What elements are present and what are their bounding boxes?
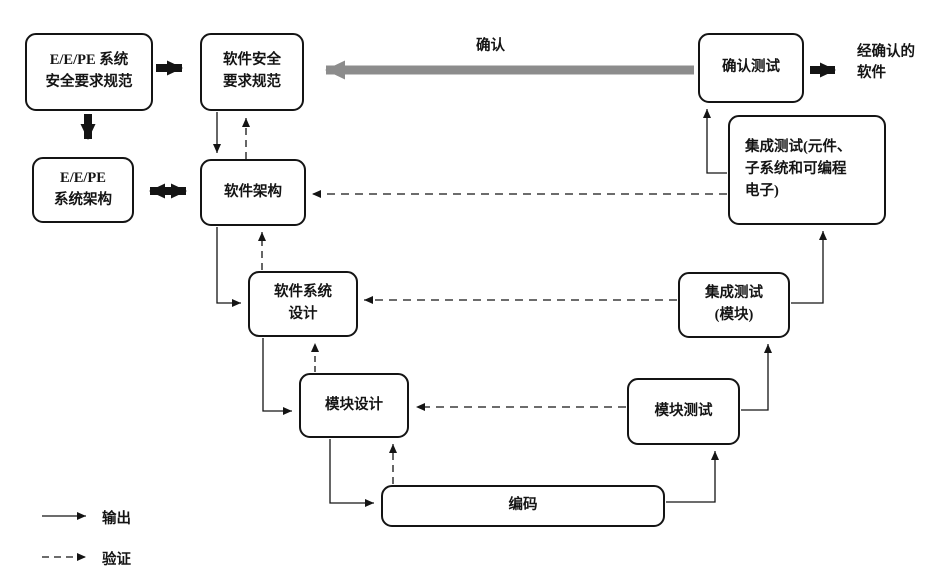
legend-verification-label: 验证 <box>102 552 131 568</box>
line-integration-test-pe-to-validation-test <box>703 109 727 174</box>
node-software-architecture: 软件架构 <box>200 159 306 226</box>
node-integration-testing-pe: 集成测试(元件、 子系统和可编程 电子) <box>728 115 886 225</box>
legend-output-label: 输出 <box>102 511 131 527</box>
line-module-test-to-integration-test-module <box>741 344 772 411</box>
validation-arrow-label: 确认 <box>476 38 505 54</box>
node-software-safety-requirements: 软件安全 要求规范 <box>200 33 304 111</box>
node-module-testing: 模块测试 <box>627 378 740 445</box>
node-coding: 编码 <box>381 485 665 527</box>
node-module-design: 模块设计 <box>299 373 409 438</box>
line-sw-sys-design-to-module-design <box>262 338 292 415</box>
line-integration-test-module-to-integration-test-pe <box>791 231 827 304</box>
validated-software-label: 经确认的 软件 <box>857 44 915 82</box>
line-module-design-to-coding <box>329 439 374 507</box>
node-eepe-system-architecture: E/E/PE 系统架构 <box>32 157 134 223</box>
node-validation-testing: 确认测试 <box>698 33 804 103</box>
node-integration-testing-module: 集成测试 (模块) <box>678 272 790 338</box>
line-sw-arch-to-sw-sys-design <box>216 227 241 307</box>
line-coding-to-module-test <box>666 451 719 503</box>
node-software-system-design: 软件系统 设计 <box>248 271 358 337</box>
node-eepe-system-safety-requirements: E/E/PE 系统 安全要求规范 <box>25 33 153 111</box>
